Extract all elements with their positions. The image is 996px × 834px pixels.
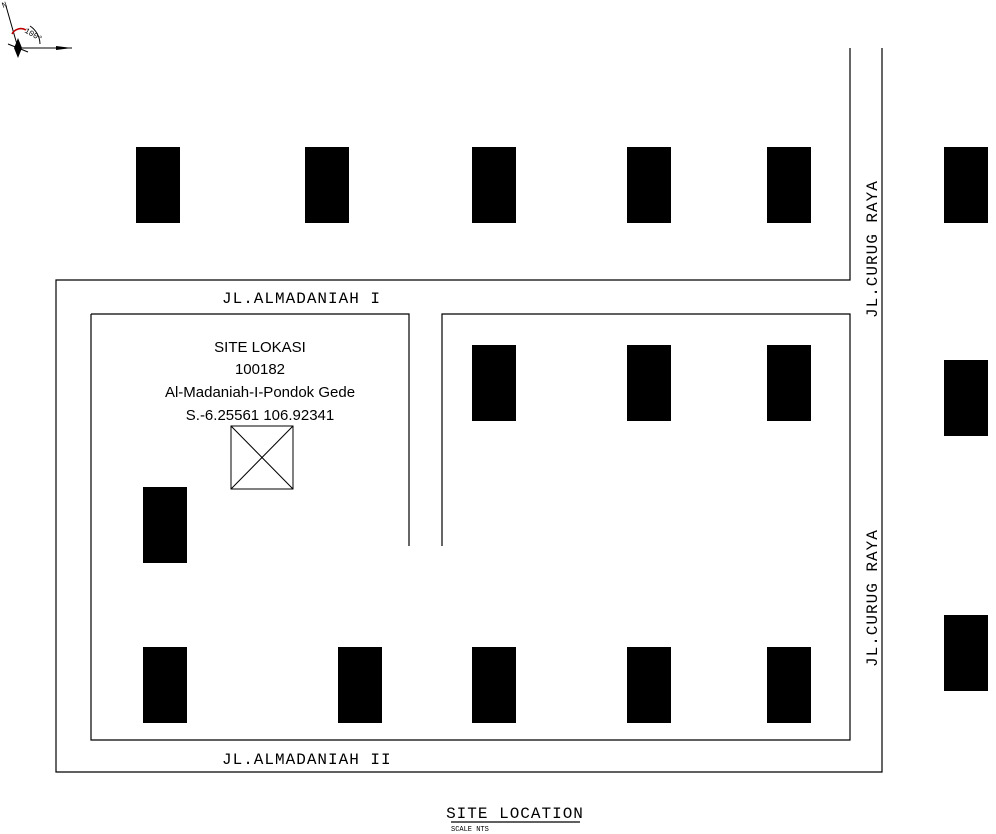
site-marker-icon	[230, 425, 294, 490]
house-icon	[338, 647, 382, 723]
house-icon	[767, 647, 811, 723]
drawing-scale: SCALE NTS	[451, 826, 489, 834]
house-icon	[143, 647, 187, 723]
site-id: 100182	[235, 361, 285, 378]
house-icon	[944, 360, 988, 436]
site-title: SITE LOKASI	[214, 339, 306, 356]
house-icon	[767, 345, 811, 421]
north-label: N	[1, 1, 9, 11]
road-label-curug-raya-top: JL.CURUG RAYA	[864, 180, 882, 318]
road-label-almadaniah-2: JL.ALMADANIAH II	[222, 751, 392, 769]
house-icon	[627, 345, 671, 421]
road-label-curug-raya-bottom: JL.CURUG RAYA	[864, 529, 882, 667]
site-name: Al-Madaniah-I-Pondok Gede	[165, 384, 355, 401]
house-icon	[767, 147, 811, 223]
house-icon	[944, 147, 988, 223]
drawing-title: SITE LOCATION	[446, 805, 584, 823]
north-arrow-icon: N 100°	[1, 1, 72, 58]
road-label-almadaniah-1: JL.ALMADANIAH I	[222, 290, 381, 308]
site-coords: S.-6.25561 106.92341	[186, 407, 334, 424]
house-icon	[944, 615, 988, 691]
road-outlines	[55, 48, 883, 773]
house-icon	[627, 647, 671, 723]
house-icon	[305, 147, 349, 223]
house-icon	[136, 147, 180, 223]
house-icon	[627, 147, 671, 223]
house-icon	[472, 647, 516, 723]
bearing-label: 100°	[23, 27, 44, 44]
house-icon	[472, 147, 516, 223]
house-icon	[143, 487, 187, 563]
house-icon	[472, 345, 516, 421]
